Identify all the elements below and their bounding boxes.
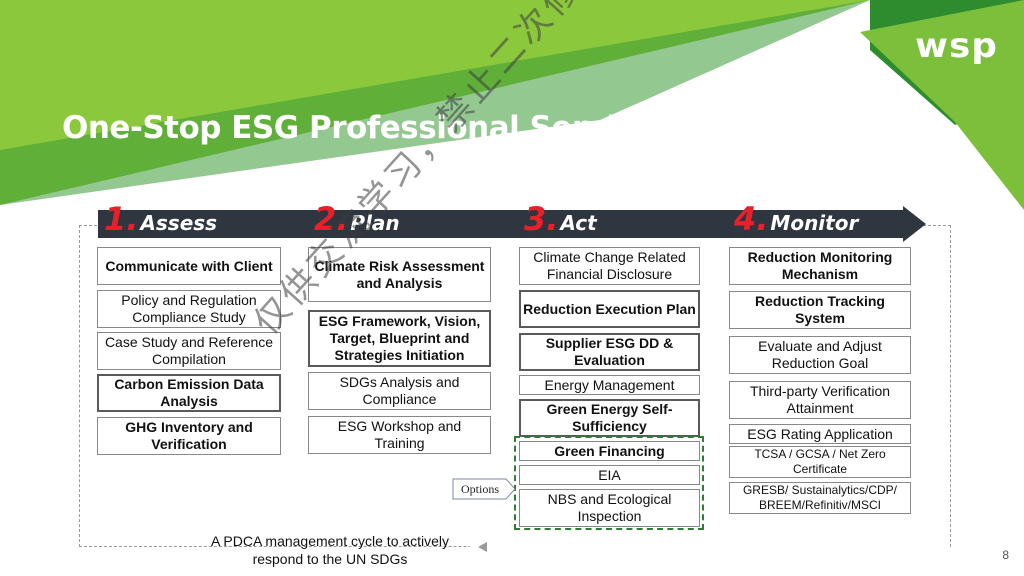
assess-item: GHG Inventory and Verification — [97, 417, 281, 455]
act-item: Climate Change Related Financial Disclos… — [519, 247, 700, 285]
act-option-item: Green Financing — [519, 441, 700, 461]
assess-item: Carbon Emission Data Analysis — [97, 374, 281, 412]
options-callout: Options — [452, 478, 516, 500]
plan-item: ESG Workshop and Training — [308, 416, 491, 454]
monitor-item: ESG Rating Application — [729, 424, 911, 444]
monitor-item: Third-party Verification Attainment — [729, 381, 911, 419]
monitor-item: GRESB/ Sustainalytics/CDP/ BREEM/Refinit… — [729, 482, 911, 514]
wsp-logo: wsp — [915, 26, 998, 66]
act-item: Reduction Execution Plan — [519, 290, 700, 328]
monitor-item: TCSA / GCSA / Net Zero Certificate — [729, 446, 911, 478]
process-arrow — [98, 206, 926, 242]
monitor-item: Reduction Tracking System — [729, 291, 911, 329]
phase-plan: 2.Plan — [314, 200, 400, 238]
act-option-item: EIA — [519, 465, 700, 485]
page-number: 8 — [1002, 548, 1009, 562]
plan-item: Climate Risk Assessment and Analysis — [308, 247, 491, 302]
options-group — [514, 436, 704, 530]
plan-item: ESG Framework, Vision, Target, Blueprint… — [308, 310, 491, 367]
monitor-item: Evaluate and Adjust Reduction Goal — [729, 336, 911, 374]
page-title: One-Stop ESG Professional Service — [62, 110, 655, 146]
pdca-arrowhead-icon — [478, 542, 487, 552]
phase-monitor: 4.Monitor — [734, 200, 859, 238]
act-item: Green Energy Self-Sufficiency — [519, 399, 700, 437]
plan-item: SDGs Analysis and Compliance — [308, 372, 491, 410]
assess-item: Case Study and Reference Compilation — [97, 332, 281, 370]
phase-assess: 1.Assess — [104, 200, 218, 238]
act-item: Energy Management — [519, 375, 700, 395]
act-item: Supplier ESG DD & Evaluation — [519, 333, 700, 371]
assess-item: Communicate with Client — [97, 247, 281, 285]
pdca-note: A PDCA management cycle to actively resp… — [210, 533, 450, 567]
act-option-item: NBS and Ecological Inspection — [519, 489, 700, 527]
monitor-item: Reduction Monitoring Mechanism — [729, 247, 911, 285]
assess-item: Policy and Regulation Compliance Study — [97, 290, 281, 328]
phase-act: 3.Act — [524, 200, 597, 238]
